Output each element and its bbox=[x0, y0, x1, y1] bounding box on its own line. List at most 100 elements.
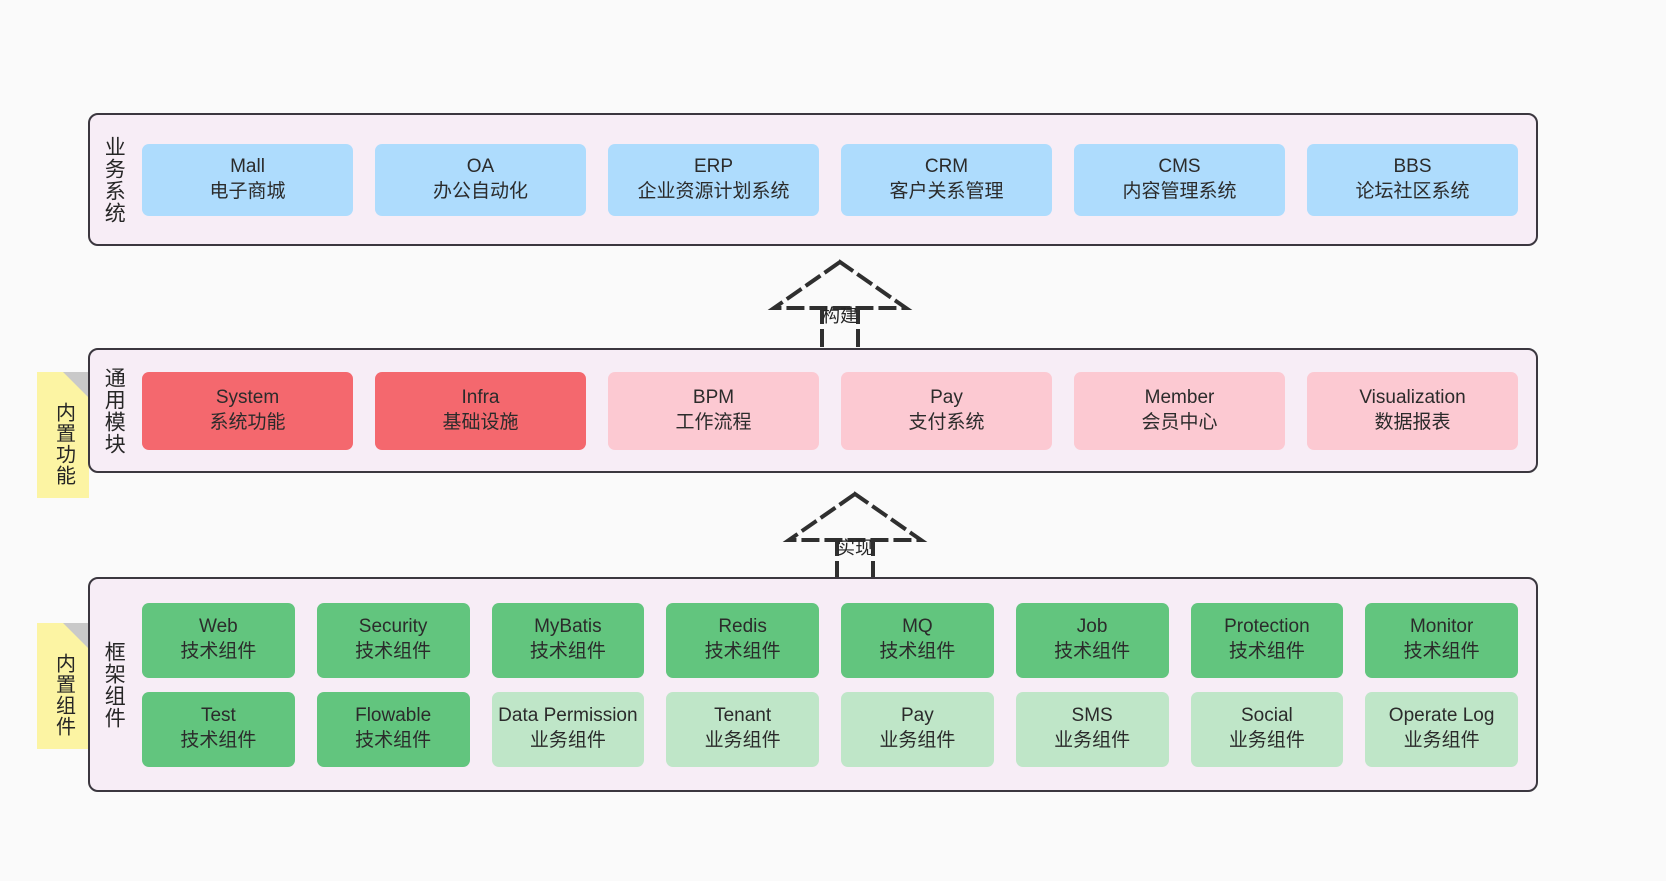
node-title: OA bbox=[466, 155, 495, 177]
node-title: CRM bbox=[924, 155, 969, 177]
layer-title-business: 业务系统 bbox=[102, 135, 126, 224]
node-cms[interactable]: CMS 内容管理系统 bbox=[1074, 143, 1285, 216]
fold-corner-icon bbox=[63, 623, 89, 649]
node-title: Pay bbox=[901, 705, 934, 727]
node-desc: 会员中心 bbox=[1141, 411, 1218, 433]
sticky-label: 内置组件 bbox=[52, 653, 75, 737]
node-desc: 企业资源计划系统 bbox=[637, 180, 790, 202]
node-bbs[interactable]: BBS 论坛社区系统 bbox=[1307, 143, 1518, 216]
sticky-note-builtin-features: 内置功能 bbox=[37, 372, 89, 498]
node-monitor[interactable]: Monitor 技术组件 bbox=[1365, 602, 1518, 678]
framework-tech-row: Web 技术组件 Security 技术组件 MyBatis 技术组件 Redi… bbox=[142, 602, 1518, 678]
sticky-label: 内置功能 bbox=[52, 402, 75, 486]
node-desc: 技术组件 bbox=[1403, 641, 1480, 662]
node-bpm[interactable]: BPM 工作流程 bbox=[608, 371, 819, 450]
layer-body-business: Mall 电子商城 OA 办公自动化 ERP 企业资源计划系统 CRM 客户关系… bbox=[136, 115, 1536, 244]
node-title: Job bbox=[1076, 616, 1108, 638]
node-sms[interactable]: SMS 业务组件 bbox=[1015, 691, 1169, 767]
node-desc: 技术组件 bbox=[704, 641, 781, 662]
layer-title-framework: 框架组件 bbox=[102, 640, 126, 729]
node-desc: 技术组件 bbox=[1228, 641, 1305, 662]
node-title: Pay bbox=[930, 386, 963, 408]
node-system[interactable]: System 系统功能 bbox=[142, 371, 353, 450]
node-test[interactable]: Test 技术组件 bbox=[142, 691, 295, 767]
node-visualization[interactable]: Visualization 数据报表 bbox=[1307, 371, 1518, 450]
layer-body-framework: Web 技术组件 Security 技术组件 MyBatis 技术组件 Redi… bbox=[136, 579, 1536, 790]
node-crm[interactable]: CRM 客户关系管理 bbox=[841, 143, 1052, 216]
node-desc: 论坛社区系统 bbox=[1355, 180, 1470, 202]
node-infra[interactable]: Infra 基础设施 bbox=[375, 371, 586, 450]
node-title: Infra bbox=[461, 386, 500, 408]
node-title: Tenant bbox=[714, 705, 772, 727]
node-operate-log[interactable]: Operate Log 业务组件 bbox=[1365, 691, 1518, 767]
connector-implement-label: 实现 bbox=[837, 538, 873, 558]
node-job[interactable]: Job 技术组件 bbox=[1015, 602, 1169, 678]
node-desc: 业务组件 bbox=[1054, 730, 1131, 751]
node-title: System bbox=[215, 386, 280, 408]
connector-build: 构建 bbox=[760, 258, 920, 356]
node-flowable[interactable]: Flowable 技术组件 bbox=[316, 691, 470, 767]
node-title: Security bbox=[358, 616, 428, 638]
node-desc: 办公自动化 bbox=[432, 180, 528, 202]
node-title: Data Permission bbox=[498, 705, 638, 727]
node-desc: 业务组件 bbox=[529, 730, 606, 751]
node-pay-module[interactable]: Pay 支付系统 bbox=[841, 371, 1052, 450]
node-title: ERP bbox=[693, 155, 734, 177]
node-title: MQ bbox=[902, 616, 933, 638]
node-web[interactable]: Web 技术组件 bbox=[142, 602, 295, 678]
common-row: System 系统功能 Infra 基础设施 BPM 工作流程 Pay 支付系统… bbox=[142, 371, 1518, 450]
node-data-permission[interactable]: Data Permission 业务组件 bbox=[491, 691, 645, 767]
node-protection[interactable]: Protection 技术组件 bbox=[1190, 602, 1344, 678]
node-desc: 支付系统 bbox=[908, 411, 985, 433]
node-title: Social bbox=[1241, 705, 1293, 727]
node-desc: 基础设施 bbox=[442, 411, 519, 433]
node-desc: 技术组件 bbox=[1054, 641, 1131, 662]
connector-implement: 实现 bbox=[775, 490, 935, 588]
node-desc: 电子商城 bbox=[209, 180, 286, 202]
node-title: Flowable bbox=[355, 705, 432, 727]
node-title: SMS bbox=[1071, 705, 1113, 727]
node-oa[interactable]: OA 办公自动化 bbox=[375, 143, 586, 216]
node-desc: 内容管理系统 bbox=[1122, 180, 1237, 202]
node-title: Member bbox=[1144, 386, 1215, 408]
layer-body-common: System 系统功能 Infra 基础设施 BPM 工作流程 Pay 支付系统… bbox=[136, 350, 1536, 471]
node-title: MyBatis bbox=[534, 616, 602, 638]
connector-build-label: 构建 bbox=[822, 306, 858, 326]
node-desc: 技术组件 bbox=[180, 730, 257, 751]
node-security[interactable]: Security 技术组件 bbox=[316, 602, 470, 678]
node-title: CMS bbox=[1158, 155, 1201, 177]
node-desc: 客户关系管理 bbox=[889, 180, 1004, 202]
node-title: Test bbox=[200, 705, 236, 727]
node-desc: 数据报表 bbox=[1374, 411, 1451, 433]
node-tenant[interactable]: Tenant 业务组件 bbox=[666, 691, 819, 767]
node-title: Mall bbox=[230, 155, 265, 177]
node-mybatis[interactable]: MyBatis 技术组件 bbox=[491, 602, 645, 678]
node-social[interactable]: Social 业务组件 bbox=[1190, 691, 1344, 767]
node-desc: 技术组件 bbox=[180, 641, 257, 662]
node-desc: 工作流程 bbox=[675, 411, 752, 433]
node-mq[interactable]: MQ 技术组件 bbox=[841, 602, 994, 678]
framework-biz-row: Test 技术组件 Flowable 技术组件 Data Permission … bbox=[142, 691, 1518, 767]
node-redis[interactable]: Redis 技术组件 bbox=[666, 602, 819, 678]
node-erp[interactable]: ERP 企业资源计划系统 bbox=[608, 143, 819, 216]
layer-business-systems: 业务系统 Mall 电子商城 OA 办公自动化 ERP 企业资源计划系统 CRM… bbox=[88, 113, 1538, 246]
node-title: Visualization bbox=[1359, 386, 1466, 408]
node-desc: 技术组件 bbox=[355, 730, 432, 751]
node-desc: 业务组件 bbox=[879, 730, 956, 751]
node-pay-component[interactable]: Pay 业务组件 bbox=[841, 691, 994, 767]
fold-corner-icon bbox=[63, 372, 89, 398]
node-member[interactable]: Member 会员中心 bbox=[1074, 371, 1285, 450]
node-desc: 技术组件 bbox=[529, 641, 606, 662]
node-title: BBS bbox=[1393, 155, 1432, 177]
business-row: Mall 电子商城 OA 办公自动化 ERP 企业资源计划系统 CRM 客户关系… bbox=[142, 143, 1518, 216]
node-title: Redis bbox=[718, 616, 767, 638]
node-desc: 技术组件 bbox=[879, 641, 956, 662]
node-title: Operate Log bbox=[1388, 705, 1495, 727]
layer-framework-components: 框架组件 Web 技术组件 Security 技术组件 MyBatis 技术组件… bbox=[88, 577, 1538, 792]
sticky-note-builtin-components: 内置组件 bbox=[37, 623, 89, 749]
node-title: Web bbox=[199, 616, 238, 638]
layer-title-common: 通用模块 bbox=[102, 366, 126, 455]
node-title: Protection bbox=[1224, 616, 1310, 638]
node-mall[interactable]: Mall 电子商城 bbox=[142, 143, 353, 216]
